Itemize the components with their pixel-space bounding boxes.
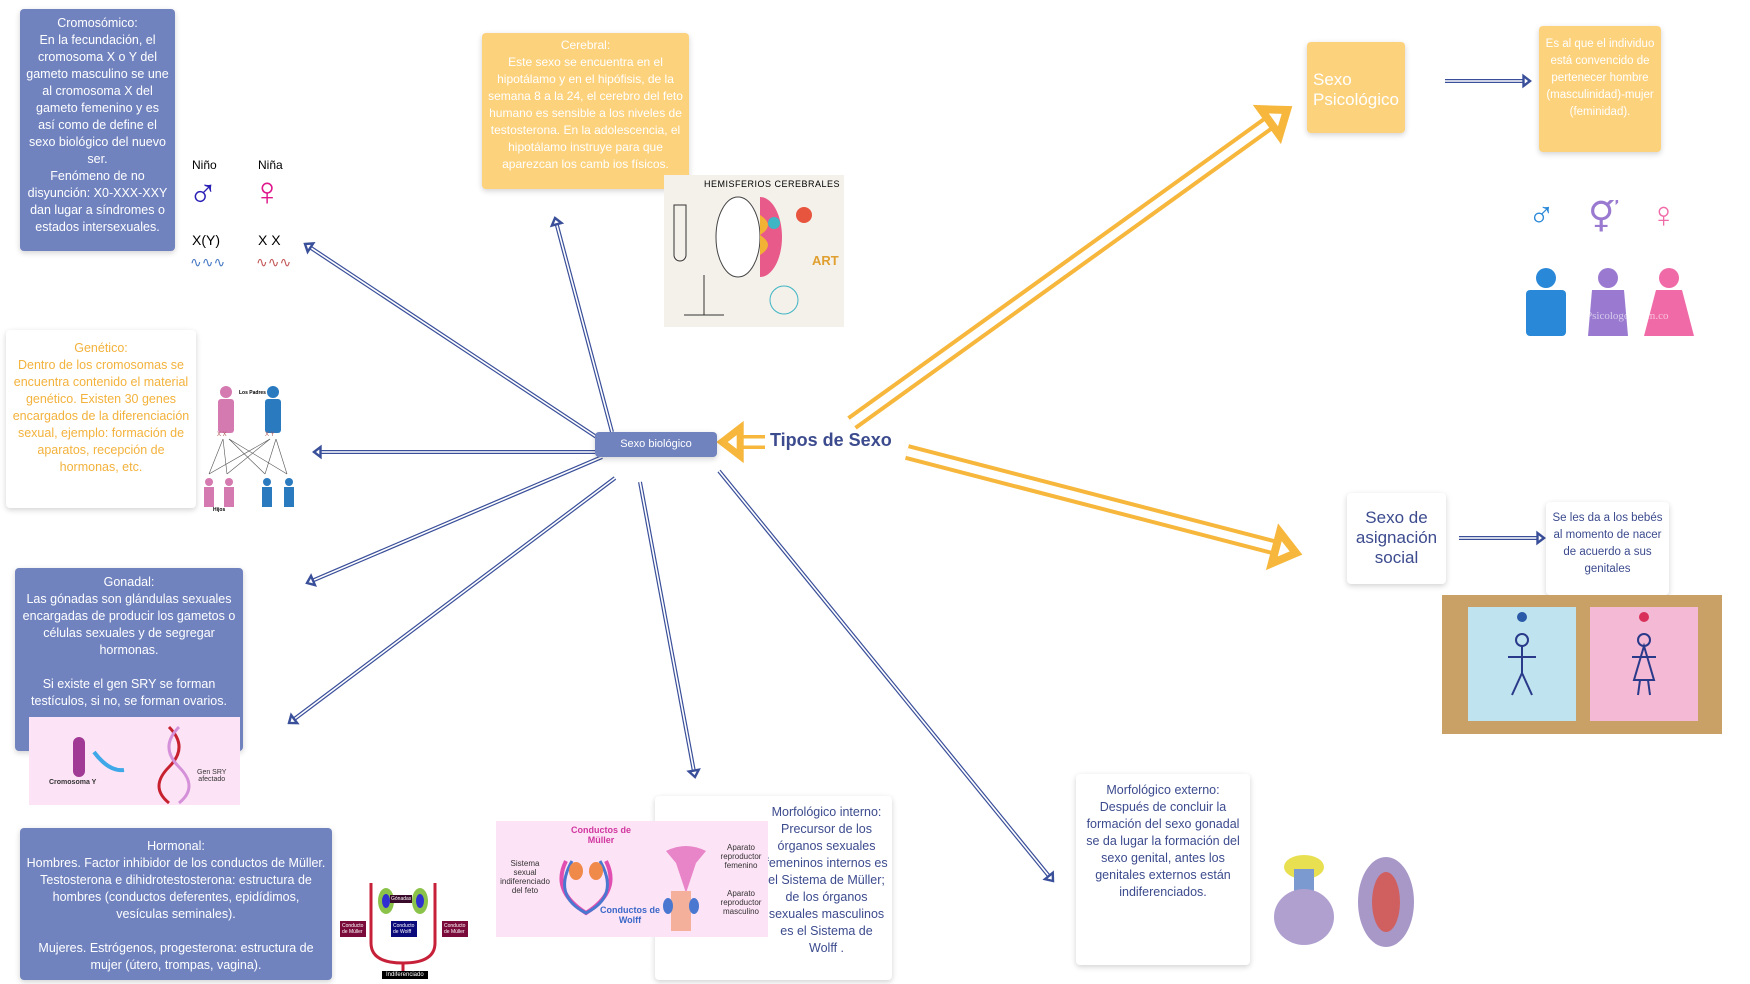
external-genitalia-image [1256,807,1442,959]
family-tree-icon [204,386,294,507]
blue-arrow-social-desc [1459,530,1546,546]
cerebral-box: Cerebral: Este sexo se encuentra en el h… [482,33,689,189]
muller-duct-label: Conducto de Müller [340,921,366,937]
muller-ducts-label: Conductos de Müller [571,825,631,845]
sry-gene-label: Gen SRY afectado [197,769,227,783]
blue-arrow [312,444,595,460]
muller-wolff-image: Conductos de Müller Conductos de Wolff S… [496,821,768,937]
dna-icon: ∿∿∿ [190,254,226,270]
children-label: Hijos [213,507,226,513]
female-apparatus-label: Aparato reproductor femenino [720,843,762,870]
male-symbol-icon: ♂ [188,172,218,216]
hormonal-ducts-image: Gónadas Conducto de Müller Conducto de W… [336,877,470,982]
wolff-duct-label: Conducto de Wolff [391,921,417,937]
sexo-asignacion-social-box: Sexo de asignación social [1347,493,1446,584]
brain-image-title: HEMISFERIOS CEREBRALES [704,179,841,189]
blue-arrow [549,216,614,433]
female-symbol-icon: ♀ [1650,200,1677,235]
intersex-symbol-icon: ⚥ [1588,200,1621,235]
gender-identity-image: ♂ ⚥ ♀ Psicologos.com.co [1504,200,1704,340]
boy-label: Niño [192,158,217,172]
indiferenciado-label: Indiferenciado [382,971,428,979]
genetic-inheritance-image: Los Padres X X X Y Hijos [195,384,307,514]
art-label: ART [812,253,839,268]
blue-arrow [287,476,617,725]
page-title: Tipos de Sexo [770,430,892,450]
male-apparatus-label: Aparato reproductor masculino [720,889,762,916]
gonadas-label: Gónadas [390,895,413,903]
hormonal-box: Hormonal: Hombres. Factor inhibidor de l… [20,828,332,980]
chromosome-image: Niño Niña ♂ ♀ X(Y) X X ∿∿∿ ∿∿∿ [186,158,293,271]
muller-duct-label: Conducto de Müller [442,921,468,937]
blue-arrow [717,469,1055,883]
psicologico-description-box: Es al que el individuo está convencido d… [1539,26,1661,152]
blue-arrow [638,481,701,779]
yellow-arrow-psicologico [847,104,1293,430]
parents-label: Los Padres [239,390,266,396]
people-icon [1526,268,1694,336]
blue-arrow [303,242,612,448]
sexo-psicologico-box: Sexo Psicológico [1307,42,1405,133]
wolff-ducts-label: Conductos de Wolff [600,905,660,925]
sticky-notes-icon [1468,607,1698,721]
genitalia-illustration-icon [1274,855,1414,947]
social-description-box: Se les da a los bebés al momento de nace… [1546,502,1669,595]
cork-board-image [1442,595,1722,734]
boy-chromosomes: X(Y) [192,232,220,248]
yellow-arrow-biologico [716,420,765,464]
blue-arrow-psico-desc [1445,73,1532,89]
genetico-box: Genético: Dentro de los cromosomas se en… [6,330,196,508]
brain-hemispheres-image: HEMISFERIOS CEREBRALES ART [664,175,844,327]
chromosome-y-label: Cromosoma Y [49,779,97,786]
sry-gene-image: Cromosoma Y Gen SRY afectado [29,717,240,805]
morf-externo-box: Morfológico externo: Después de concluir… [1076,774,1250,965]
father-chr: X Y [265,432,275,438]
male-symbol-icon: ♂ [1528,200,1555,235]
sexo-biologico-node[interactable]: Sexo biológico [595,432,717,457]
dna-icon: ∿∿∿ [256,254,292,270]
chromosome-y-icon [73,725,191,805]
female-symbol-icon: ♀ [252,170,282,214]
ducts-diagram-icon [369,883,437,973]
reproductive-system-icon [559,846,706,931]
brain-icon [673,196,812,316]
mother-chr: X X [217,432,227,438]
watermark: Psicologos.com.co [1586,310,1669,322]
cromosomico-box: Cromosómico: En la fecundación, el cromo… [20,9,175,251]
girl-chromosomes: X X [258,232,281,248]
indifferent-system-label: Sistema sexual indiferenciado del feto [500,859,550,895]
blue-arrow [305,455,603,587]
girl-label: Niña [258,158,283,172]
yellow-arrow-social [904,444,1303,571]
